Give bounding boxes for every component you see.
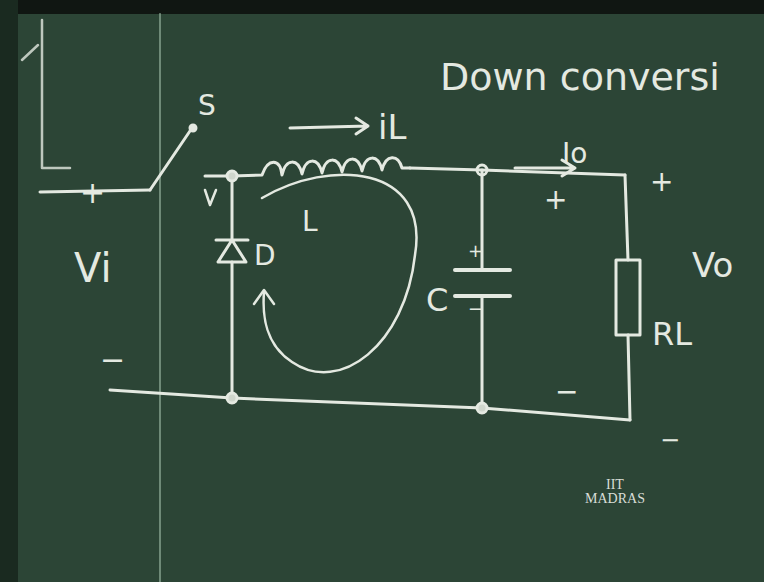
ground-wire xyxy=(110,390,630,420)
junction-dot xyxy=(227,171,237,181)
switch-blade xyxy=(150,128,192,190)
current-label: iL xyxy=(378,110,406,144)
current-arrow xyxy=(290,118,368,134)
capacitor-label: C xyxy=(426,284,448,316)
diode-wire xyxy=(231,176,234,398)
board-top-edge xyxy=(0,0,764,14)
resistor-label: RL xyxy=(652,318,692,350)
polarity-sign: + xyxy=(544,186,567,214)
board-title: Down conversi xyxy=(440,58,720,96)
old-chalk-mark xyxy=(22,45,38,60)
watermark: IIT MADRAS xyxy=(575,478,655,506)
polarity-sign: + xyxy=(80,178,105,208)
inductor-label: L xyxy=(302,208,318,236)
switch-label: S xyxy=(198,92,216,120)
diode-symbol xyxy=(216,240,248,262)
old-chalk-mark xyxy=(42,20,70,168)
polarity-sign: + xyxy=(650,168,673,196)
voltage-label: Vi xyxy=(74,248,112,288)
loop-arrowhead xyxy=(254,290,274,304)
voltage-label: Vo xyxy=(692,248,733,282)
polarity-sign: − xyxy=(468,300,483,318)
inductor-symbol xyxy=(232,158,410,176)
junction-dot xyxy=(477,403,487,413)
switch-mark xyxy=(205,190,216,205)
current-label: Io xyxy=(562,140,587,168)
board-left-edge xyxy=(0,0,18,582)
junction-dot xyxy=(227,393,237,403)
switch-contact xyxy=(190,125,196,131)
loop-arrow xyxy=(262,175,417,372)
polarity-sign: − xyxy=(100,345,125,375)
polarity-sign: − xyxy=(555,378,578,406)
junction-dot xyxy=(477,165,487,175)
diode-label: D xyxy=(254,242,276,270)
resistor-symbol xyxy=(616,260,640,335)
capacitor-symbol xyxy=(455,270,510,296)
board-seam xyxy=(159,14,161,582)
load-wire xyxy=(625,175,630,420)
capacitor-wire xyxy=(481,170,484,408)
polarity-sign: + xyxy=(468,242,483,260)
polarity-sign: − xyxy=(660,428,680,452)
